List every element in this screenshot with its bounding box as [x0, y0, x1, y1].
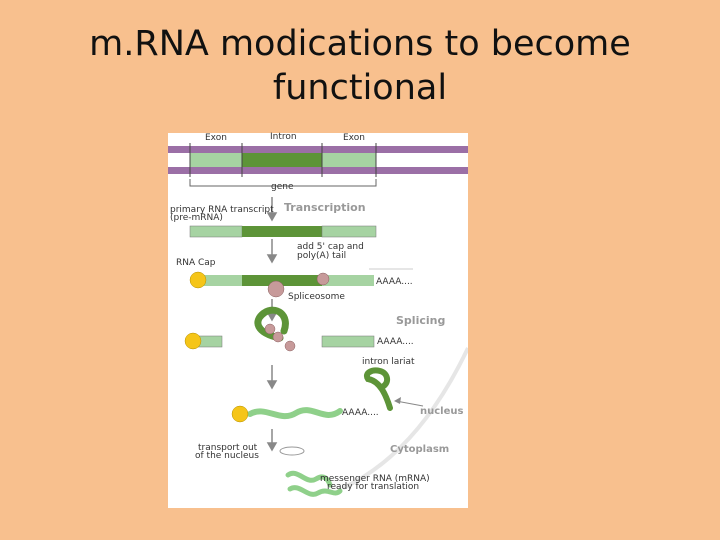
label-poly-a-tail: poly(A) tail — [297, 251, 347, 261]
five-prime-cap — [184, 332, 202, 350]
dna-strand-bottom — [168, 167, 468, 174]
process-arrows — [266, 197, 278, 452]
slide-title: m.RNA modications to become functional — [0, 22, 720, 110]
dna-strand-top — [168, 146, 468, 153]
spliced-exon-right — [321, 335, 375, 348]
label-intron: Intron — [270, 132, 297, 142]
nucleus-pointer-head — [394, 397, 401, 404]
label-exon-left: Exon — [205, 133, 227, 143]
intron-lariat-shape — [364, 367, 393, 411]
nuclear-envelope — [342, 347, 468, 490]
spliceosome-particle — [267, 280, 285, 298]
label-intron-lariat: intron lariat — [362, 357, 415, 367]
spliceosome-particle — [272, 331, 284, 343]
nucleus-pointer — [395, 400, 424, 407]
premrna-exon-right — [321, 225, 377, 238]
label-pre-mrna: (pre-mRNA) — [170, 213, 223, 223]
label-add-cap: add 5' cap and — [297, 242, 364, 252]
mature-mrna-nucleus — [247, 407, 343, 420]
label-cytoplasm: Cytoplasm — [390, 444, 450, 455]
label-exon-right: Exon — [343, 133, 365, 143]
label-gene: gene — [271, 182, 294, 192]
label-of-the-nucleus: of the nucleus — [195, 451, 259, 461]
dna-exon-right — [322, 153, 376, 167]
intron-loop — [254, 306, 289, 342]
five-prime-cap — [189, 271, 207, 289]
gene-bracket — [189, 179, 377, 187]
label-splicing: Splicing — [396, 314, 446, 327]
diagram-panel: Exon Intron Exon gene primary RNA transc… — [168, 133, 468, 508]
label-transcription: Transcription — [284, 201, 366, 214]
spliceosome-particle — [284, 340, 296, 352]
label-poly-a-3: AAAA.... — [342, 408, 379, 418]
label-poly-a-1: AAAA.... — [376, 277, 413, 287]
capped-intron — [242, 275, 322, 286]
title-line-1: m.RNA modications to become — [89, 24, 631, 64]
dna-exon-left — [190, 153, 242, 167]
label-primary-transcript: primary RNA transcript — [170, 205, 274, 215]
mrna-cytoplasm — [285, 470, 333, 488]
five-prime-cap — [231, 405, 249, 423]
label-messenger-rna: messenger RNA (mRNA) — [320, 474, 430, 484]
dna-ticks — [189, 143, 377, 177]
dna-intron — [242, 153, 322, 167]
nuclear-pore — [279, 446, 305, 456]
mrna-cytoplasm — [287, 485, 343, 497]
label-poly-a-2: AAAA.... — [377, 337, 414, 347]
label-rna-cap: RNA Cap — [176, 258, 216, 268]
spliced-exon-left — [197, 335, 223, 348]
capped-exon-right — [322, 275, 374, 286]
diagram-graphics — [168, 143, 468, 497]
spliceosome-particle — [316, 272, 330, 286]
label-ready-for-translation: ready for translation — [327, 482, 420, 492]
label-spliceosome: Spliceosome — [288, 292, 345, 302]
premrna-intron — [242, 226, 322, 237]
label-nucleus: nucleus — [420, 406, 464, 417]
spliceosome-particle — [264, 323, 276, 335]
premrna-exon-left — [189, 225, 243, 238]
title-line-2: functional — [272, 68, 448, 108]
label-transport-out: transport out — [198, 443, 258, 453]
capped-exon-left — [198, 275, 242, 286]
